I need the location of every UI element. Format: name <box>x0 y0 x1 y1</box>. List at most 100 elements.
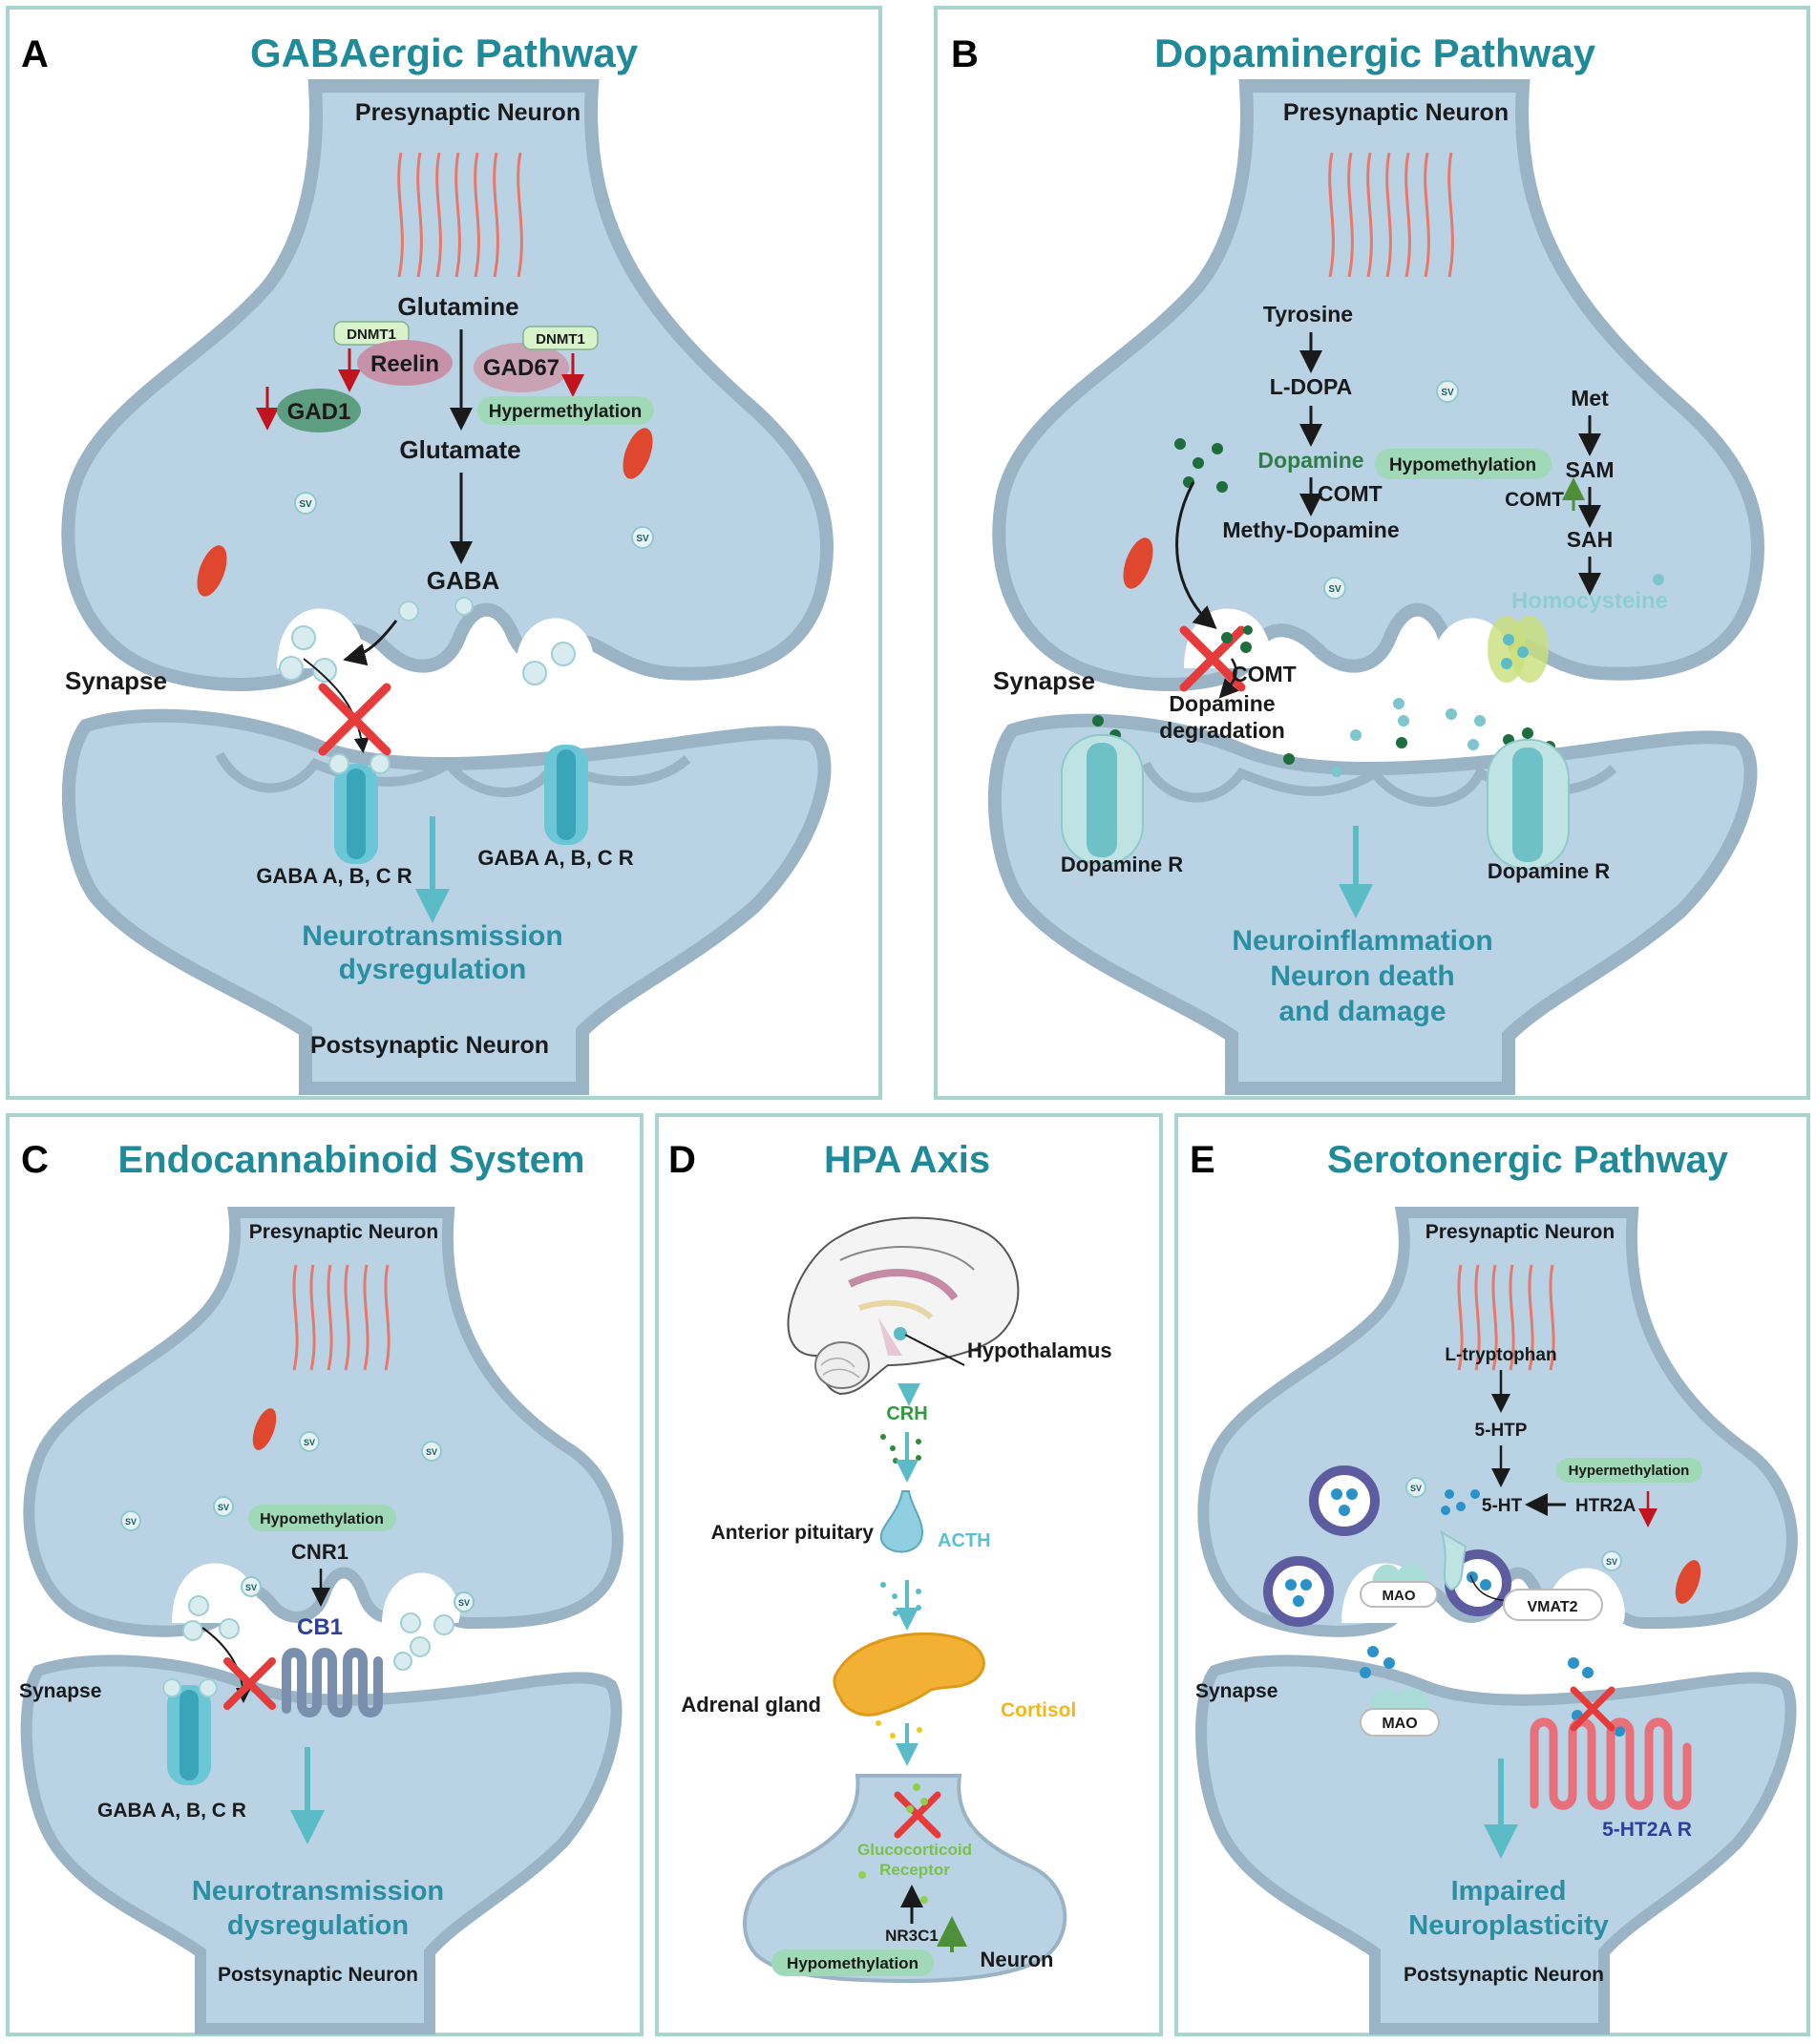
panel-e-letter: E <box>1190 1139 1215 1181</box>
panel-a-presynaptic-label: Presynaptic Neuron <box>355 99 581 126</box>
panel-e-block-cross <box>1570 1686 1615 1732</box>
panel-a-title: GABAergic Pathway <box>250 31 639 75</box>
panel-d-brain-illustration <box>787 1216 1020 1396</box>
panel-c-sv-6-label: SV <box>458 1598 470 1608</box>
panel-c-receptor-shape <box>162 1678 218 1785</box>
panel-b-receptor-left: Dopamine R <box>1061 853 1183 876</box>
panel-b-synapse-label: Synapse <box>993 666 1095 695</box>
panel-c-cb1-receptor <box>282 1648 383 1717</box>
panel-d-nr3c1: NR3C1 <box>885 1927 939 1945</box>
panel-b-sv-1 <box>1436 380 1459 403</box>
panel-e-synapse-label: Synapse <box>1195 1680 1278 1702</box>
panel-a-glutamine: Glutamine <box>397 292 518 321</box>
panel-e-mao1-box <box>1360 1581 1438 1608</box>
panel-c-presynaptic-label: Presynaptic Neuron <box>249 1221 438 1243</box>
panel-c-outcome-1: Neurotransmission <box>192 1876 444 1907</box>
panel-e-ht: 5-HT <box>1482 1496 1523 1516</box>
panel-a-receptor-left-shape <box>328 753 391 864</box>
panel-d-neuron-label: Neuron <box>981 1948 1054 1971</box>
panel-b-sah: SAH <box>1567 527 1614 552</box>
panel-a-dnmt1-right: DNMT1 <box>536 331 585 348</box>
panel-a-receptor-right-shape <box>544 745 588 845</box>
panel-c-cleft-right <box>382 1572 460 1623</box>
panel-b-letter: B <box>951 33 979 75</box>
panel-e-ltryptophan: L-tryptophan <box>1445 1345 1556 1365</box>
panel-d-hypomethylation: Hypomethylation <box>787 1954 919 1972</box>
panel-d-gr-1: Glucocorticoid <box>857 1841 972 1859</box>
panel-c-sv-4 <box>120 1510 141 1531</box>
panel-b-comt1: COMT <box>1318 481 1383 506</box>
panel-e-sv-1 <box>1405 1477 1426 1498</box>
panel-a-letter: A <box>21 33 49 75</box>
panel-d-hypomethylation-box <box>771 1949 934 1976</box>
panel-b-receptor-right: Dopamine R <box>1488 859 1610 883</box>
panel-c-sv-5 <box>241 1576 262 1597</box>
panel-b-sv-1-label: SV <box>1441 388 1454 398</box>
panel-e-htr2a: HTR2A <box>1575 1496 1637 1516</box>
panel-e-mao2-box <box>1360 1708 1440 1737</box>
panel-b-filaments <box>1328 152 1454 278</box>
panel-c-sv-4-label: SV <box>125 1517 137 1527</box>
panel-c-hypomethylation-box <box>248 1505 396 1531</box>
panel-a-gad1-shape <box>277 389 361 432</box>
panel-c-sv-1-label: SV <box>304 1438 315 1447</box>
panel-b-receptor-right-shape <box>1487 739 1570 870</box>
panel-c-filaments <box>292 1264 391 1371</box>
panel-c-block-cross <box>223 1657 276 1710</box>
panel-e-outcome-2: Neuroplasticity <box>1408 1910 1609 1941</box>
panel-c-sv-3-label: SV <box>218 1503 229 1512</box>
panel-e-mitochondrion <box>1675 1560 1701 1604</box>
panel-a-vesicles <box>279 597 576 685</box>
panel-e-presynaptic-label: Presynaptic Neuron <box>1425 1221 1615 1243</box>
panel-e-vmat2-box <box>1503 1589 1603 1621</box>
panel-b-met: Met <box>1571 386 1609 411</box>
panel-a-cleft-left <box>277 608 365 668</box>
panel-d-crh: CRH <box>886 1403 927 1424</box>
panel-a-curve-arrow <box>343 620 398 666</box>
panel-b-degradation-1: Dopamine <box>1169 691 1275 716</box>
panel-b-receptor-left-shape <box>1061 734 1144 865</box>
panel-e-sv-2 <box>1601 1550 1622 1571</box>
panel-c-sv-2 <box>421 1441 442 1462</box>
panel-c-cb1: CB1 <box>297 1614 343 1640</box>
panel-e-filaments <box>1457 1264 1555 1371</box>
panel-b-presynaptic-neuron <box>992 79 1765 691</box>
panel-e-outcome-1: Impaired <box>1451 1876 1567 1907</box>
panel-c-mitochondrion <box>252 1408 277 1450</box>
panel-e-hypermethylation-box <box>1556 1458 1702 1483</box>
panel-b-dopamine: Dopamine <box>1257 448 1363 473</box>
panel-b-outcome-1: Neuroinflammation <box>1232 925 1492 957</box>
panel-c-sv-1 <box>299 1431 320 1452</box>
panel-e-vmat2: VMAT2 <box>1527 1599 1577 1615</box>
panel-c-vesicles <box>182 1595 454 1671</box>
panel-a-synapse-label: Synapse <box>65 666 167 695</box>
panel-b-sv-2-label: SV <box>1328 584 1341 595</box>
panel-e-5ht-dots <box>1441 1489 1480 1515</box>
panel-d-acth-dots <box>880 1582 921 1616</box>
panel-c-outcome-2: dysregulation <box>227 1910 409 1941</box>
panel-a-outcome-1: Neurotransmission <box>302 920 562 952</box>
panel-e-postsynaptic-label: Postsynaptic Neuron <box>1404 1964 1604 1986</box>
panel-e-vesicle-large-1 <box>1309 1465 1380 1536</box>
panel-e-vmat2-transporter <box>1440 1529 1468 1591</box>
panel-d-adrenal-shape <box>833 1632 985 1717</box>
panel-a-mitochondrion-left <box>197 545 227 597</box>
panel-a-postsyn-groove <box>215 751 691 797</box>
panel-b-title: Dopaminergic Pathway <box>1154 31 1596 75</box>
panel-c-receptor: GABA A, B, C R <box>97 1800 246 1822</box>
panel-d-adrenal-gland: Adrenal gland <box>681 1693 821 1717</box>
panel-a: A GABAergic Pathway Presynaptic Neuron G… <box>6 6 882 1100</box>
panel-b-outcome-3: and damage <box>1278 996 1446 1027</box>
panel-a-glutamate: Glutamate <box>399 435 520 464</box>
panel-c-synapse-label: Synapse <box>19 1680 101 1702</box>
panel-a-sv-2 <box>631 526 654 549</box>
panel-a-gad67: GAD67 <box>483 355 560 381</box>
panel-b-outcome-2: Neuron death <box>1270 960 1454 992</box>
panel-b-mitochondrion <box>1123 537 1153 589</box>
panel-a-mitochondrion-right <box>623 428 653 479</box>
panel-c: C Endocannabinoid System Presynaptic Neu… <box>6 1113 644 2036</box>
panel-a-dnmt1-left-box <box>333 321 410 346</box>
panel-e-title: Serotonergic Pathway <box>1327 1139 1729 1181</box>
panel-b-presynaptic-label: Presynaptic Neuron <box>1283 99 1509 126</box>
